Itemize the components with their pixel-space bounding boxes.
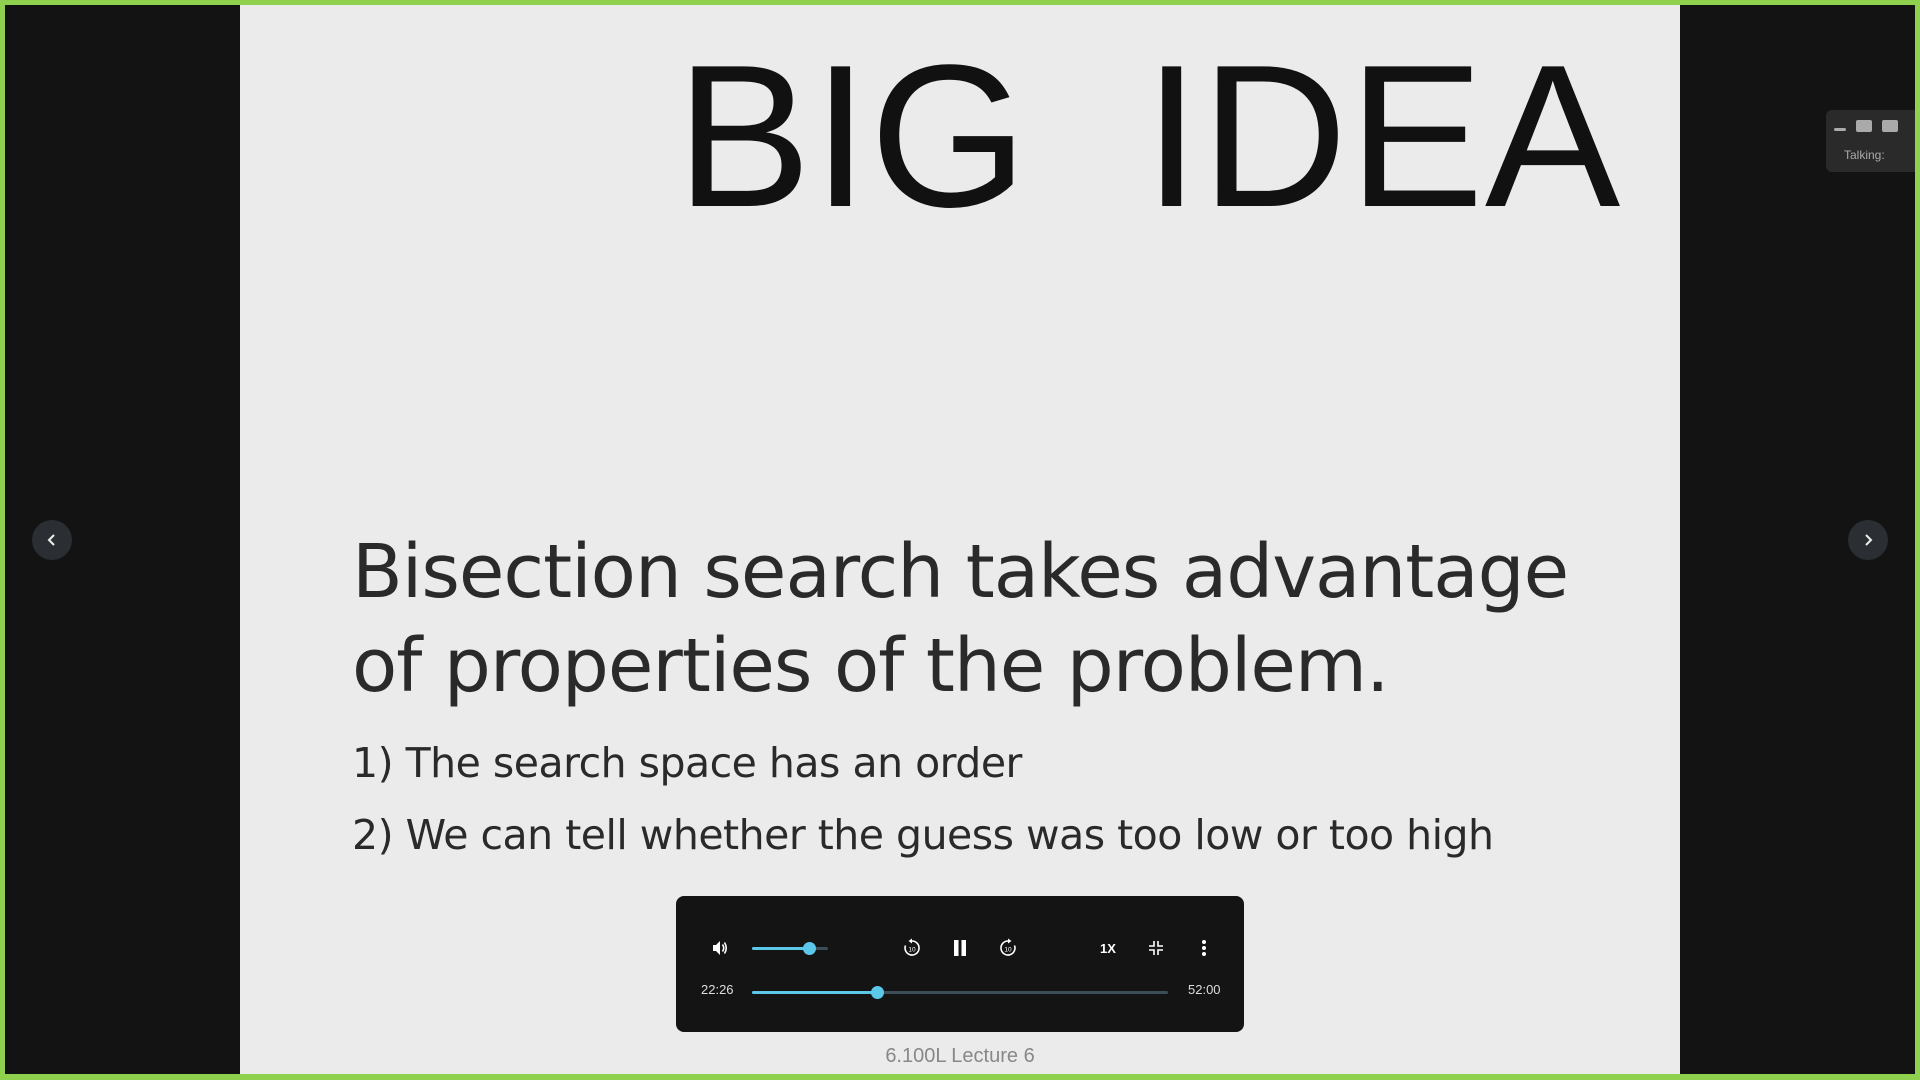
pause-icon bbox=[954, 940, 966, 956]
slide-title: BIG IDEA bbox=[676, 23, 1622, 250]
volume-slider-handle[interactable] bbox=[803, 942, 816, 955]
seek-bar[interactable] bbox=[752, 986, 1168, 999]
minimize-icon[interactable] bbox=[1834, 128, 1846, 131]
volume-icon bbox=[713, 941, 728, 955]
more-options-button[interactable] bbox=[1188, 932, 1220, 964]
rewind-10-button[interactable]: 10 bbox=[896, 932, 928, 964]
playback-speed-button[interactable]: 1X bbox=[1100, 940, 1116, 956]
forward-10-button[interactable]: 10 bbox=[992, 932, 1024, 964]
presentation-slide: BIG IDEA Bisection search takes advantag… bbox=[240, 5, 1680, 1076]
elapsed-time: 22:26 bbox=[701, 982, 734, 997]
meeting-mini-panel[interactable]: Talking: bbox=[1826, 110, 1920, 172]
total-duration: 52:00 bbox=[1188, 982, 1221, 997]
chevron-right-icon bbox=[1865, 534, 1873, 546]
gallery-view-icon[interactable] bbox=[1882, 120, 1898, 132]
slide-caption: 6.100L Lecture 6 bbox=[885, 1045, 1035, 1067]
seek-bar-progress bbox=[752, 991, 877, 994]
video-view-icon[interactable] bbox=[1856, 120, 1872, 132]
next-slide-button[interactable] bbox=[1848, 520, 1888, 560]
volume-slider[interactable] bbox=[752, 942, 828, 955]
exit-fullscreen-icon bbox=[1149, 941, 1163, 955]
volume-slider-fill bbox=[752, 947, 809, 950]
pause-button[interactable] bbox=[944, 932, 976, 964]
slide-headline: Bisection search takes advantage of prop… bbox=[352, 529, 1569, 709]
previous-slide-button[interactable] bbox=[32, 520, 72, 560]
slide-point: 1) The search space has an order bbox=[352, 739, 1022, 787]
svg-text:10: 10 bbox=[908, 947, 916, 954]
more-vertical-icon bbox=[1202, 940, 1206, 956]
slide-point: 2) We can tell whether the guess was too… bbox=[352, 811, 1494, 859]
exit-fullscreen-button[interactable] bbox=[1140, 932, 1172, 964]
svg-text:10: 10 bbox=[1004, 947, 1012, 954]
video-player-controls: 10 10 1X bbox=[676, 896, 1244, 1032]
slide-points: 1) The search space has an order 2) We c… bbox=[352, 727, 1494, 871]
forward-10-icon: 10 bbox=[1000, 938, 1016, 956]
chevron-left-icon bbox=[47, 534, 55, 546]
replay-10-icon: 10 bbox=[904, 938, 920, 956]
talking-indicator: Talking: bbox=[1844, 148, 1885, 162]
volume-button[interactable] bbox=[704, 932, 736, 964]
seek-bar-handle[interactable] bbox=[870, 986, 884, 999]
